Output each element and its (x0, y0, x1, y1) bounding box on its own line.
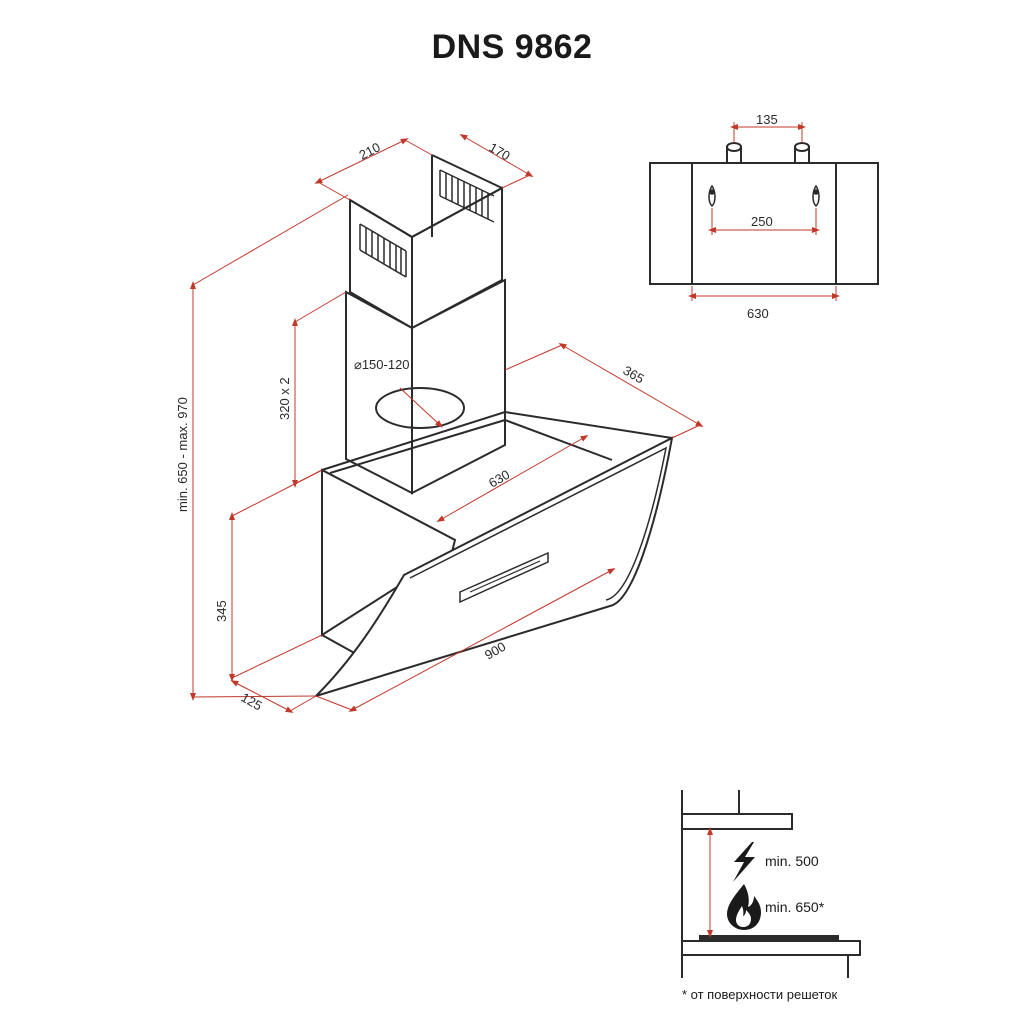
dim-top-width: 630 (747, 306, 769, 321)
dim-total-height: min. 650 - max. 970 (175, 397, 190, 512)
dim-chimney-section: 320 x 2 (277, 377, 292, 420)
installation-height-view (681, 790, 861, 978)
flame-icon (727, 884, 761, 930)
dim-chimney-depth: 170 (487, 140, 513, 164)
chimney-vent-grille-left (359, 223, 407, 278)
chimney-vent-grille-right (439, 169, 495, 223)
mount-hole-left (708, 184, 716, 208)
electric-min-label: min. 500 (765, 853, 819, 869)
gas-min-label: min. 650* (765, 899, 825, 915)
dimension-lines-top (688, 122, 840, 301)
dimension-labels-top: 135 250 630 (747, 112, 778, 321)
dim-mount-holes: 250 (751, 214, 773, 229)
mounting-top-view (649, 142, 879, 285)
hob-grate (699, 935, 839, 942)
hob-surface (681, 940, 861, 956)
dimension-lines-main (190, 133, 704, 713)
dim-inner-width: 630 (486, 467, 512, 491)
hood-profile (681, 813, 793, 830)
page-title: DNS 9862 (431, 28, 593, 66)
install-labels: min. 500 min. 650* (765, 853, 825, 915)
dim-chimney-width: 210 (357, 139, 383, 162)
footnote: * от поверхности решеток (682, 987, 838, 1002)
dim-canopy-depth: 365 (621, 363, 647, 387)
mount-hole-right (812, 184, 820, 208)
mount-pipe-right (794, 142, 810, 164)
mount-pipe-left (726, 142, 742, 164)
dim-outlet-diameter: ⌀150-120 (354, 357, 410, 372)
dim-bottom-depth: 125 (239, 690, 265, 714)
dim-outlet-spacing: 135 (756, 112, 778, 127)
dim-body-height: 345 (214, 600, 229, 622)
lightning-icon (733, 842, 755, 882)
hood-isometric-view (315, 154, 674, 697)
